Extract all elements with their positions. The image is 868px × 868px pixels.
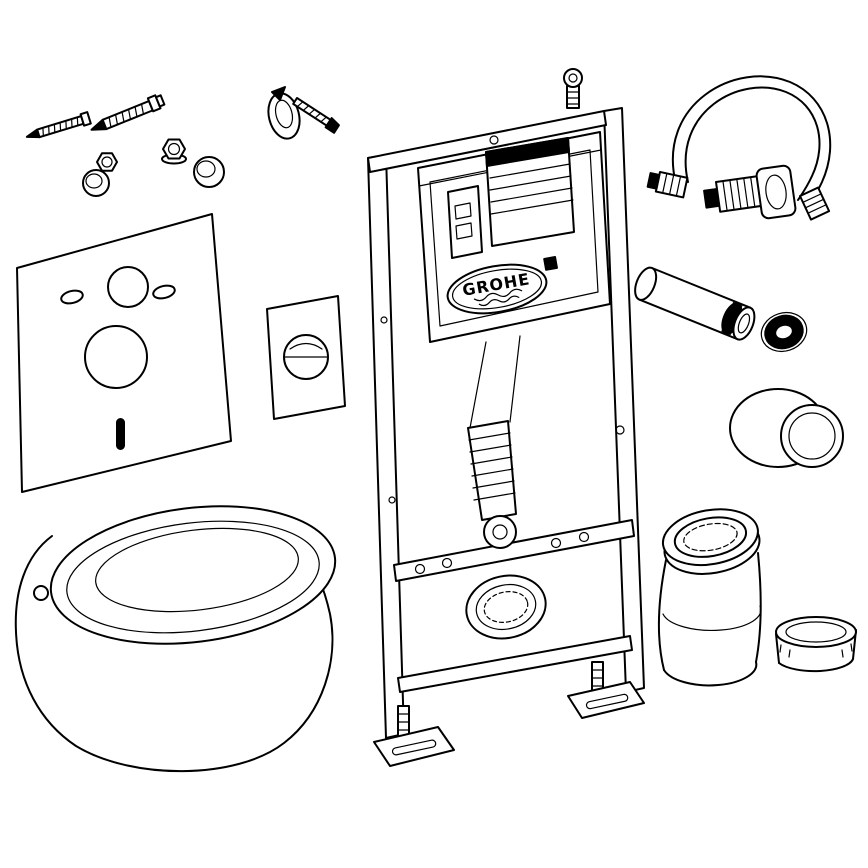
hex-nut-b <box>161 138 187 165</box>
protection-cap <box>775 616 857 673</box>
grohe-logo: GROHE <box>446 263 548 315</box>
fixing-screw-b <box>90 94 166 131</box>
outlet-bend-socket <box>465 574 547 640</box>
outlet-elbow <box>657 508 762 687</box>
flush-actuation-plate <box>266 295 346 420</box>
fixing-screw-a <box>25 111 92 139</box>
flexible-connection-hose <box>646 75 832 221</box>
flush-valve-unit <box>485 137 575 247</box>
inspection-window <box>447 185 483 259</box>
wall-anchor-hook <box>267 86 340 140</box>
installation-frame <box>367 68 645 767</box>
wall-sleeve-cone <box>729 388 844 468</box>
seal-ring <box>760 311 808 353</box>
frame-foot-right <box>567 661 645 719</box>
dome-cap-b <box>193 156 225 188</box>
angle-valve <box>703 164 797 220</box>
concealed-cistern: GROHE <box>417 131 611 343</box>
wall-hung-toilet-bowl <box>14 505 337 773</box>
sound-insulation-mat <box>16 213 232 493</box>
corrugated-flush-pipe <box>467 335 521 549</box>
hex-nut-a <box>96 152 118 172</box>
dome-cap-a <box>82 169 110 197</box>
flush-pipe-extension <box>634 266 756 341</box>
frame-foot-left <box>373 705 455 767</box>
